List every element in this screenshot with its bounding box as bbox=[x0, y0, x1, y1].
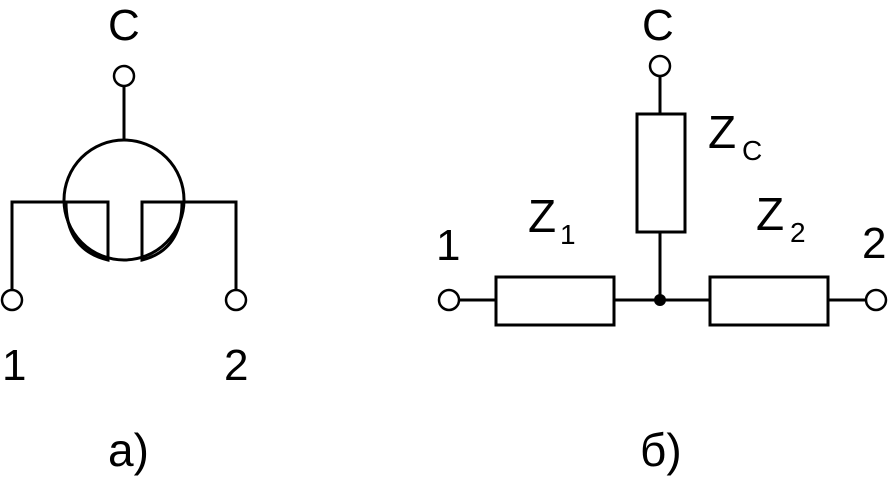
b-terminal-1-label: 1 bbox=[436, 221, 460, 270]
a-device-circle bbox=[62, 138, 186, 262]
a-terminal-2 bbox=[224, 288, 248, 312]
b-caption: б) bbox=[640, 424, 682, 476]
a-electrode-right bbox=[140, 200, 238, 290]
b-resistor-z2 bbox=[708, 275, 830, 327]
b-terminal-2 bbox=[864, 288, 888, 312]
b-z2-label: Z 2 bbox=[756, 188, 806, 248]
b-z2-main: Z bbox=[756, 188, 784, 240]
b-z1-sub: 1 bbox=[560, 219, 576, 250]
diagram-b: C 1 2 Z 1 Z 2 Z C б) bbox=[436, 1, 888, 476]
a-electrode-left bbox=[10, 200, 110, 290]
a-caption: а) bbox=[108, 424, 149, 476]
b-zc-sub: C bbox=[742, 135, 762, 166]
b-zc-main: Z bbox=[708, 106, 736, 158]
b-terminal-c bbox=[648, 54, 672, 78]
a-terminal-1-label: 1 bbox=[2, 341, 26, 390]
b-terminal-c-label: C bbox=[642, 1, 674, 50]
b-terminal-2-label: 2 bbox=[862, 219, 886, 268]
a-terminal-c bbox=[112, 64, 136, 88]
b-z1-label: Z 1 bbox=[528, 190, 576, 250]
a-terminal-2-label: 2 bbox=[224, 341, 248, 390]
b-zc-label: Z C bbox=[708, 106, 762, 166]
a-terminal-c-label: C bbox=[108, 1, 140, 50]
b-z2-sub: 2 bbox=[790, 217, 806, 248]
b-terminal-1 bbox=[437, 288, 461, 312]
b-junction-dot bbox=[654, 294, 666, 306]
diagram-a: C 1 2 а) bbox=[0, 1, 248, 476]
b-resistor-zc bbox=[635, 112, 687, 234]
b-z1-main: Z bbox=[528, 190, 556, 242]
a-terminal-1 bbox=[0, 288, 24, 312]
b-resistor-z1 bbox=[494, 275, 616, 327]
